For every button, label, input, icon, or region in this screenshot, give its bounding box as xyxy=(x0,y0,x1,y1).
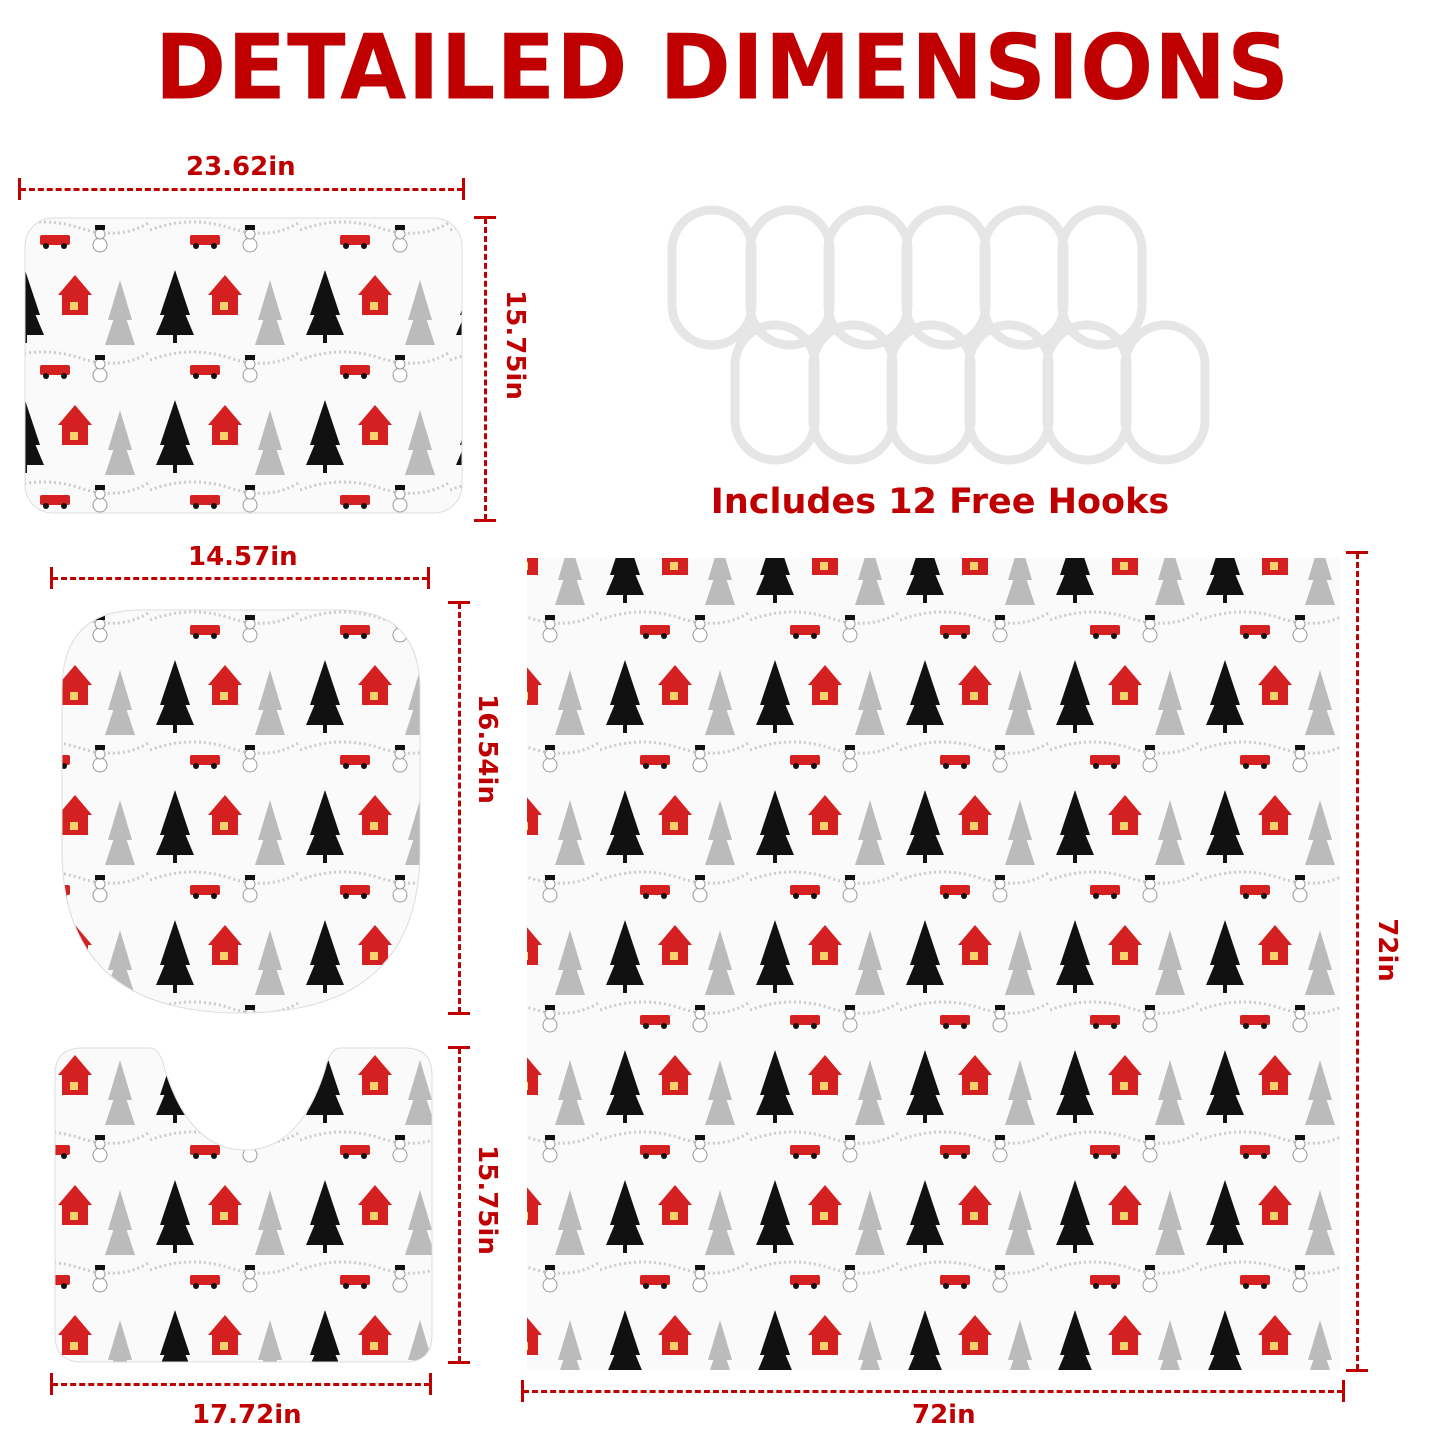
lid-cover-width-line xyxy=(50,567,430,589)
lid-cover-height-label: 16.54in xyxy=(471,694,502,804)
hook-rings xyxy=(667,205,1210,465)
curtain-height-line xyxy=(1346,551,1368,1372)
contour-mat-height-label: 15.75in xyxy=(471,1145,502,1255)
shower-curtain xyxy=(527,558,1340,1370)
page-title: DETAILED DIMENSIONS xyxy=(154,15,1291,121)
contour-mat-width-line xyxy=(50,1373,432,1395)
bath-mat-width-line xyxy=(18,178,465,200)
contour-mat-height-line xyxy=(448,1046,470,1364)
lid-cover-height-line xyxy=(448,601,470,1015)
bath-mat-height-line xyxy=(474,216,496,522)
hooks-caption: Includes 12 Free Hooks xyxy=(710,482,1170,522)
bath-mat-height-label: 15.75in xyxy=(499,290,530,400)
contour-mat xyxy=(54,1047,433,1363)
curtain-width-line xyxy=(521,1380,1345,1402)
bath-mat xyxy=(24,217,463,514)
lid-cover xyxy=(61,609,421,1014)
lid-cover-width-label: 14.57in xyxy=(188,542,298,572)
curtain-height-label: 72in xyxy=(1371,918,1402,982)
contour-mat-width-label: 17.72in xyxy=(192,1400,302,1430)
bath-mat-width-label: 23.62in xyxy=(186,152,296,182)
curtain-width-label: 72in xyxy=(912,1400,976,1430)
